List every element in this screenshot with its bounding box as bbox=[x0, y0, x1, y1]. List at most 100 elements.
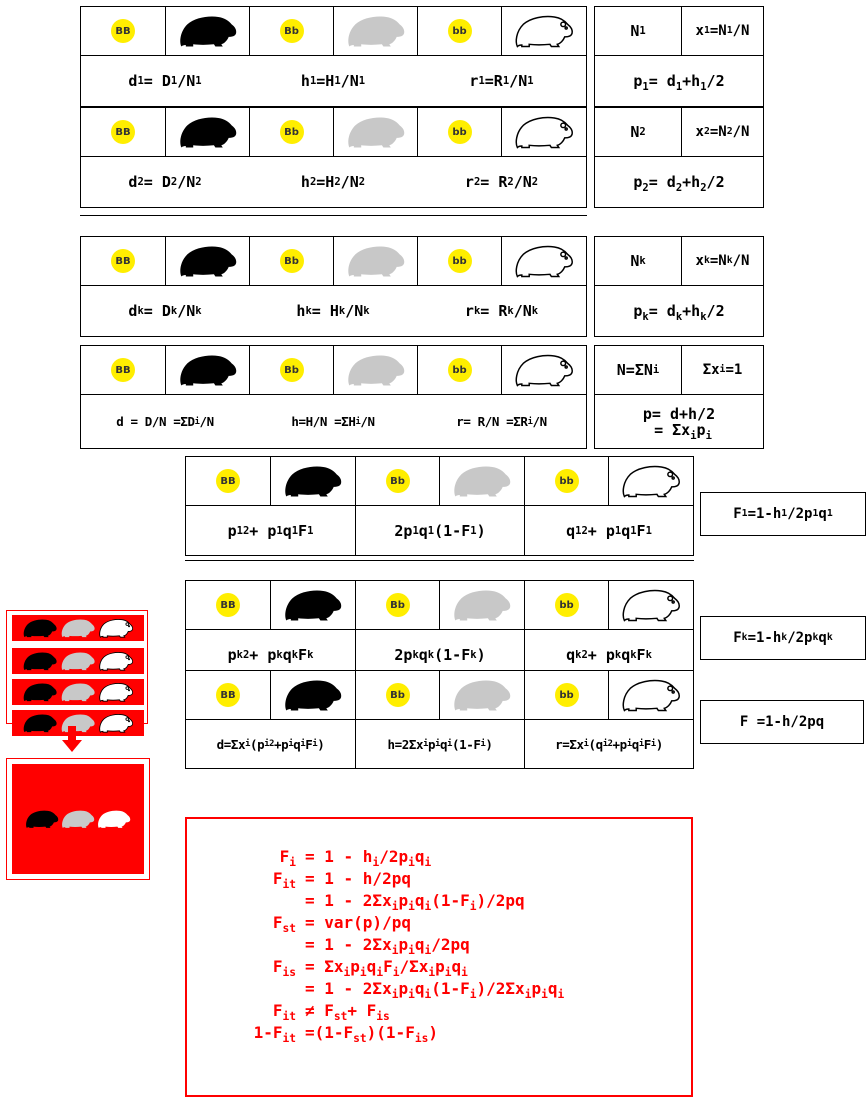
phenotype-cell bbox=[333, 7, 417, 55]
genotype-badge-cell: BB bbox=[81, 7, 165, 55]
genotype-badge: BB bbox=[111, 249, 135, 273]
genotype-badge-cell: Bb bbox=[249, 346, 333, 394]
guinea-pig-white-icon bbox=[619, 464, 683, 498]
guinea-pig-white-icon bbox=[512, 353, 576, 387]
phenotype-cell bbox=[608, 457, 693, 505]
genotype-badge-cell: BB bbox=[81, 108, 165, 156]
genotype-badge-cell: BB bbox=[186, 457, 270, 505]
population-strip bbox=[12, 679, 144, 705]
genotype-badge: Bb bbox=[279, 19, 304, 43]
genotype-badge-cell: bb bbox=[524, 457, 608, 505]
equation-line: = 1 - 2Σxipiqi(1-Fi)/2Σxipiqi bbox=[187, 979, 691, 1001]
genotype-badge-cell: bb bbox=[524, 671, 608, 719]
equation-lhs: Fst bbox=[272, 913, 296, 936]
guinea-pig-black-icon bbox=[281, 588, 345, 622]
equation-rhs: =(1-Fst)(1-Fis) bbox=[305, 1023, 438, 1046]
equation-line: = 1 - 2Σxipiqi/2pq bbox=[187, 935, 691, 957]
genotype-badge-cell: Bb bbox=[249, 237, 333, 285]
genotype-badge: BB bbox=[216, 683, 240, 707]
phenotype-cell bbox=[165, 237, 249, 285]
equation-line: Fit ≠ Fst+ Fis bbox=[187, 1001, 691, 1023]
guinea-pig-black-icon bbox=[22, 651, 58, 671]
total-fixation-index: F =1-h/2pq bbox=[700, 700, 864, 744]
genotype-badge-cell: bb bbox=[417, 346, 501, 394]
genotype-badge: Bb bbox=[279, 249, 304, 273]
guinea-pig-black-icon bbox=[176, 14, 240, 48]
guinea-pig-black-icon bbox=[25, 809, 59, 829]
ellipsis-divider bbox=[185, 560, 694, 561]
guinea-pig-white-icon bbox=[512, 14, 576, 48]
genotype-badge-cell: Bb bbox=[249, 7, 333, 55]
equation-rhs: = var(p)/pq bbox=[305, 913, 411, 932]
equation-line: Fis = ΣxipiqiFi/Σxipiqi bbox=[187, 957, 691, 979]
phenotype-cell bbox=[165, 7, 249, 55]
genotype-badge: Bb bbox=[385, 683, 410, 707]
genotype-badge: BB bbox=[216, 469, 240, 493]
equation-lhs: 1-Fit bbox=[253, 1023, 296, 1046]
ellipsis-divider bbox=[80, 215, 587, 216]
guinea-pig-white-icon bbox=[97, 809, 131, 829]
genotype-badge: BB bbox=[111, 120, 135, 144]
genotype-badge: Bb bbox=[279, 120, 304, 144]
genotype-badge-cell: BB bbox=[186, 671, 270, 719]
genotype-badge-cell: Bb bbox=[355, 671, 439, 719]
guinea-pig-white-icon bbox=[512, 244, 576, 278]
guinea-pig-black-icon bbox=[176, 244, 240, 278]
guinea-pig-black-icon bbox=[22, 682, 58, 702]
guinea-pig-white-icon bbox=[98, 713, 134, 733]
guinea-pig-white-icon bbox=[512, 115, 576, 149]
guinea-pig-black-icon bbox=[281, 464, 345, 498]
guinea-pig-white-icon bbox=[619, 678, 683, 712]
phenotype-cell bbox=[439, 581, 524, 629]
guinea-pig-black-icon bbox=[281, 678, 345, 712]
genotype-badge: bb bbox=[554, 683, 579, 707]
allele-frequency: p2= d2+h2/2 bbox=[633, 173, 725, 194]
phenotype-cell bbox=[608, 581, 693, 629]
equation-line: 1-Fit =(1-Fst)(1-Fis) bbox=[187, 1023, 691, 1045]
genotype-badge-cell: Bb bbox=[355, 581, 439, 629]
guinea-pig-grey-icon bbox=[344, 244, 408, 278]
guinea-pig-grey-icon bbox=[450, 464, 514, 498]
equation-line: Fst = var(p)/pq bbox=[187, 913, 691, 935]
genotype-badge-cell: bb bbox=[417, 108, 501, 156]
phenotype-cell bbox=[439, 457, 524, 505]
genotype-badge: BB bbox=[111, 358, 135, 382]
merged-population bbox=[6, 758, 150, 880]
population-strip bbox=[12, 615, 144, 641]
genotype-badge: bb bbox=[447, 358, 472, 382]
guinea-pig-grey-icon bbox=[344, 14, 408, 48]
guinea-pig-grey-icon bbox=[450, 678, 514, 712]
genotype-badge-cell: BB bbox=[186, 581, 270, 629]
genotype-badge: Bb bbox=[385, 469, 410, 493]
guinea-pig-grey-icon bbox=[60, 618, 96, 638]
guinea-pig-black-icon bbox=[22, 713, 58, 733]
equation-rhs: = 1 - 2Σxipiqi/2pq bbox=[305, 935, 470, 958]
down-arrow-icon bbox=[68, 726, 76, 742]
genotype-badge-cell: BB bbox=[81, 237, 165, 285]
genotype-badge: bb bbox=[447, 120, 472, 144]
genotype-badge: bb bbox=[447, 249, 472, 273]
f-statistics-box: Fi = 1 - hi/2piqi Fit = 1 - h/2pq = 1 - … bbox=[185, 817, 693, 1097]
